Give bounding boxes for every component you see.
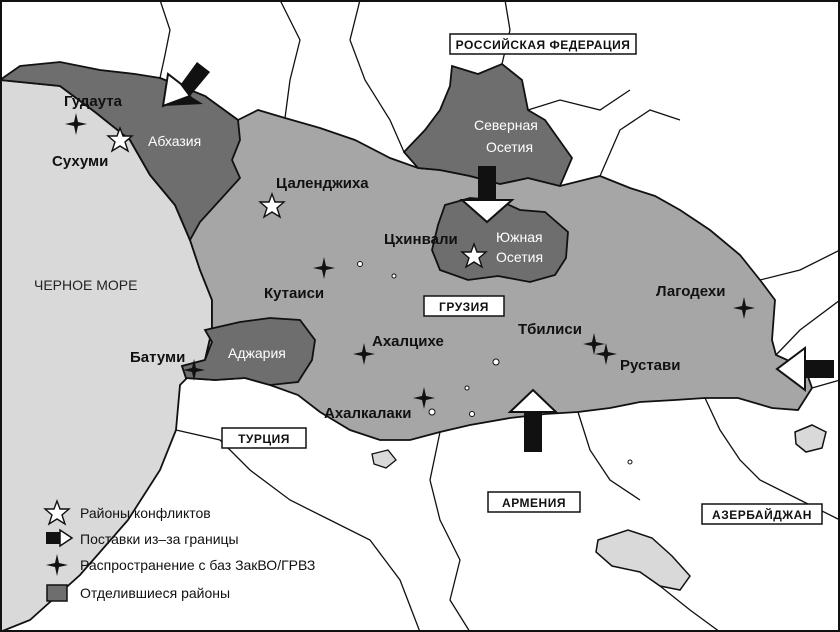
supply-arrow-north — [161, 62, 210, 108]
label-south-ossetia-1: Южная — [496, 229, 543, 245]
legend-conflicts: Районы конфликтов — [80, 505, 211, 521]
legend-spread: Распространение с баз ЗакВО/ГРВЗ — [80, 557, 315, 573]
country-turkey: ТУРЦИЯ — [221, 427, 307, 449]
country-armenia: АРМЕНИЯ — [487, 491, 581, 513]
region-adjara — [180, 317, 316, 386]
label-south-ossetia-2: Осетия — [496, 249, 543, 265]
city-lagodekhi: Лагодехи — [656, 283, 726, 300]
supply-arrow-roki — [459, 166, 515, 224]
legend-square-swatch-icon — [46, 584, 68, 602]
label-abkhazia: Абхазия — [148, 133, 201, 149]
country-russia-label: РОССИЙСКАЯ ФЕДЕРАЦИЯ — [456, 37, 631, 52]
legend: Районы конфликтов Поставки из–за границы… — [44, 500, 315, 602]
country-georgia: ГРУЗИЯ — [423, 295, 505, 317]
city-tbilisi: Тбилиси — [518, 321, 582, 338]
label-black-sea: ЧЕРНОЕ МОРЕ — [34, 277, 137, 293]
city-akhaltsikhe: Ахалцихе — [372, 333, 444, 350]
supply-arrow-south — [507, 388, 559, 452]
country-azerbaijan: АЗЕРБАЙДЖАН — [701, 503, 823, 525]
country-armenia-label: АРМЕНИЯ — [502, 496, 566, 510]
label-north-ossetia-2: Осетия — [486, 139, 533, 155]
city-sukhumi: Сухуми — [52, 153, 108, 170]
label-adjara: Аджария — [228, 345, 286, 361]
legend-arrow-icon — [46, 528, 74, 548]
country-russia: РОССИЙСКАЯ ФЕДЕРАЦИЯ — [449, 33, 637, 55]
region-abkhazia — [0, 61, 242, 243]
country-azerbaijan-label: АЗЕРБАЙДЖАН — [712, 507, 812, 522]
city-gudauta: Гудаута — [64, 93, 123, 110]
label-north-ossetia-1: Северная — [474, 117, 538, 133]
city-kutaisi: Кутаиси — [264, 285, 324, 302]
region-north-ossetia — [402, 62, 574, 188]
legend-breakaway: Отделившиеся районы — [80, 585, 230, 601]
city-rustavi: Рустави — [620, 357, 680, 374]
city-akhalkalaki: Ахалкалаки — [324, 405, 412, 422]
city-tskhinvali: Цхинвали — [384, 231, 458, 248]
city-batumi: Батуми — [130, 349, 185, 366]
legend-supplies: Поставки из–за границы — [80, 531, 239, 547]
small-lakes — [357, 261, 633, 465]
lake-sevan — [595, 529, 691, 591]
city-tsalenjikha: Цаленджиха — [276, 175, 369, 192]
lake-south — [371, 449, 397, 469]
lake-east — [794, 424, 827, 453]
supply-arrow-east — [775, 346, 834, 392]
country-turkey-label: ТУРЦИЯ — [238, 432, 290, 446]
country-georgia-label: ГРУЗИЯ — [439, 300, 489, 314]
